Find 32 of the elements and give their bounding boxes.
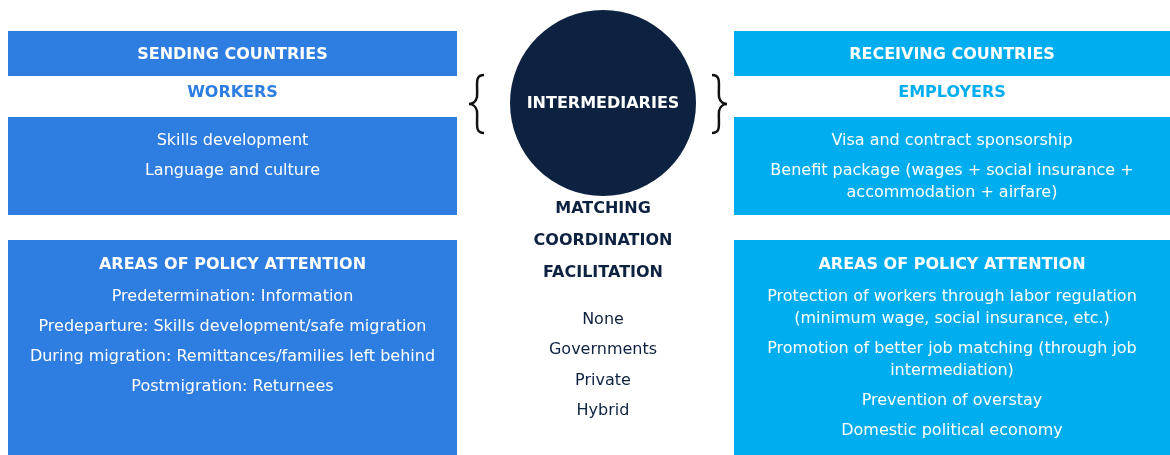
list-item-text: Skills development <box>156 129 309 151</box>
list-item-text: Postmigration: Returnees <box>131 375 334 397</box>
panel-heading: AREAS OF POLICY ATTENTION <box>818 253 1086 275</box>
policy-panel <box>8 240 457 455</box>
list-item-text: Predeparture: Skills development/safe migration <box>38 315 427 337</box>
policy-panel <box>734 240 1170 455</box>
column-header-bar <box>734 31 1170 76</box>
info-panel <box>8 117 457 215</box>
column-header-bar <box>8 31 457 76</box>
column-subheading: WORKERS <box>186 81 279 103</box>
role-text: FACILITATION <box>542 261 664 283</box>
role-text: MATCHING <box>554 197 652 219</box>
list-item-text: Benefit package (wages + social insurance + accommodation + airfare) <box>769 159 1135 203</box>
type-text: None <box>581 308 625 330</box>
info-panel <box>734 117 1170 215</box>
column-subheading: EMPLOYERS <box>897 81 1007 103</box>
type-text: Private <box>574 369 632 391</box>
panel-heading: AREAS OF POLICY ATTENTION <box>98 253 367 275</box>
list-item-text: Prevention of overstay <box>861 389 1043 411</box>
heading-text: INTERMEDIARIES <box>526 92 680 114</box>
list-item-text: Promotion of better job matching (through job intermediation) <box>766 337 1138 381</box>
type-text: Hybrid <box>575 399 631 421</box>
list-item-text: Visa and contract sponsorship <box>831 129 1073 151</box>
list-item-text: Language and culture <box>144 159 321 181</box>
heading-text: SENDING COUNTRIES <box>137 42 328 65</box>
role-text: COORDINATION <box>532 229 674 251</box>
list-item-text: Predetermination: Information <box>111 285 354 307</box>
list-item-text: Domestic political economy <box>841 419 1063 441</box>
type-text: Governments <box>547 338 659 360</box>
list-item-text: Protection of workers through labor regulation (minimum wage, social insurance, etc.) <box>766 285 1138 329</box>
heading-text: RECEIVING COUNTRIES <box>849 42 1055 65</box>
list-item-text: During migration: Remittances/families left behind <box>29 345 436 367</box>
